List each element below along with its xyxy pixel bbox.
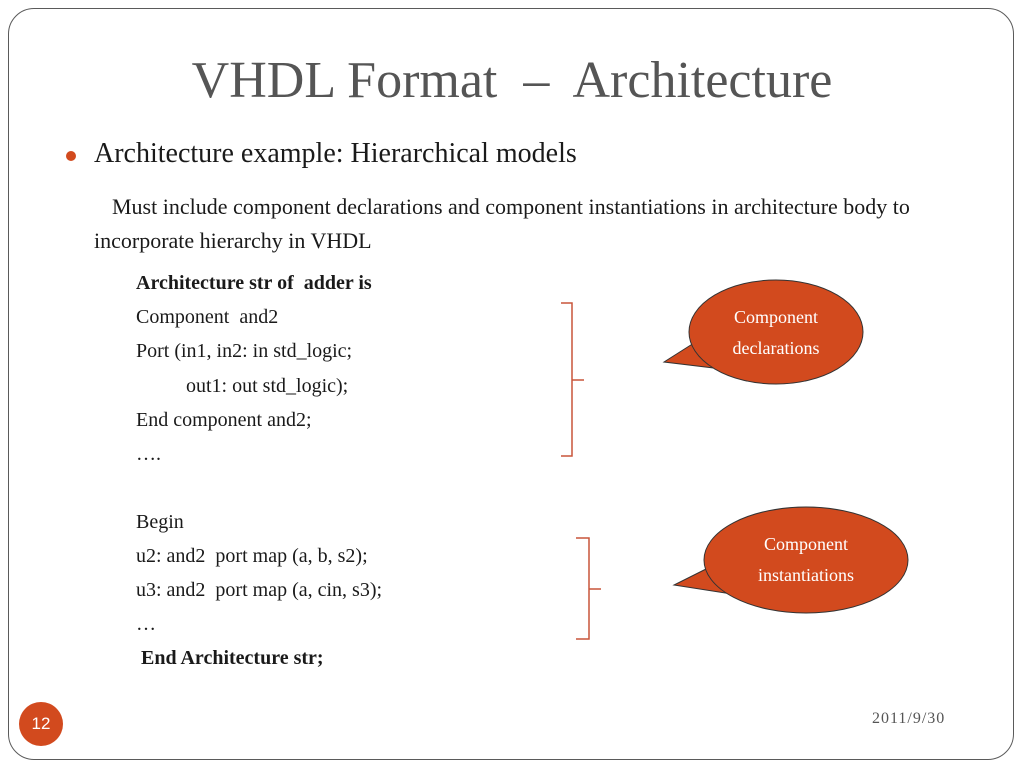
declarations-bracket bbox=[561, 302, 584, 457]
code-line-9: u3: and2 port map (a, cin, s3); bbox=[136, 579, 383, 601]
instantiations-callout-text: Component instantiations bbox=[758, 534, 854, 585]
slide-date: 2011/9/30 bbox=[872, 710, 946, 727]
code-line-11: End Architecture str; bbox=[136, 647, 324, 669]
code-line-5: End component and2; bbox=[136, 409, 312, 431]
bullet-text: Architecture example: Hierarchical model… bbox=[94, 138, 577, 169]
code-line-7: Begin bbox=[136, 511, 184, 533]
slide-frame bbox=[8, 8, 1014, 760]
code-line-1: Architecture str of adder is bbox=[136, 272, 372, 294]
code-line-3: Port (in1, in2: in std_logic; bbox=[136, 340, 353, 362]
instantiations-callout bbox=[703, 506, 909, 614]
code-line-10: … bbox=[136, 613, 156, 635]
declarations-callout bbox=[688, 279, 864, 385]
code-line-6: …. bbox=[136, 443, 161, 465]
declarations-callout-text: Component declarations bbox=[732, 307, 820, 358]
page-number-badge: 12 bbox=[19, 702, 63, 746]
description-text: Must include component declarations and … bbox=[94, 194, 910, 253]
code-line-4: out1: out std_logic); bbox=[136, 375, 349, 397]
instantiations-bracket bbox=[576, 537, 601, 640]
slide-title: VHDL Format – Architecture bbox=[191, 52, 833, 109]
code-line-2: Component and2 bbox=[136, 306, 279, 328]
code-line-8: u2: and2 port map (a, b, s2); bbox=[136, 545, 368, 567]
bullet-dot-icon bbox=[66, 151, 76, 161]
